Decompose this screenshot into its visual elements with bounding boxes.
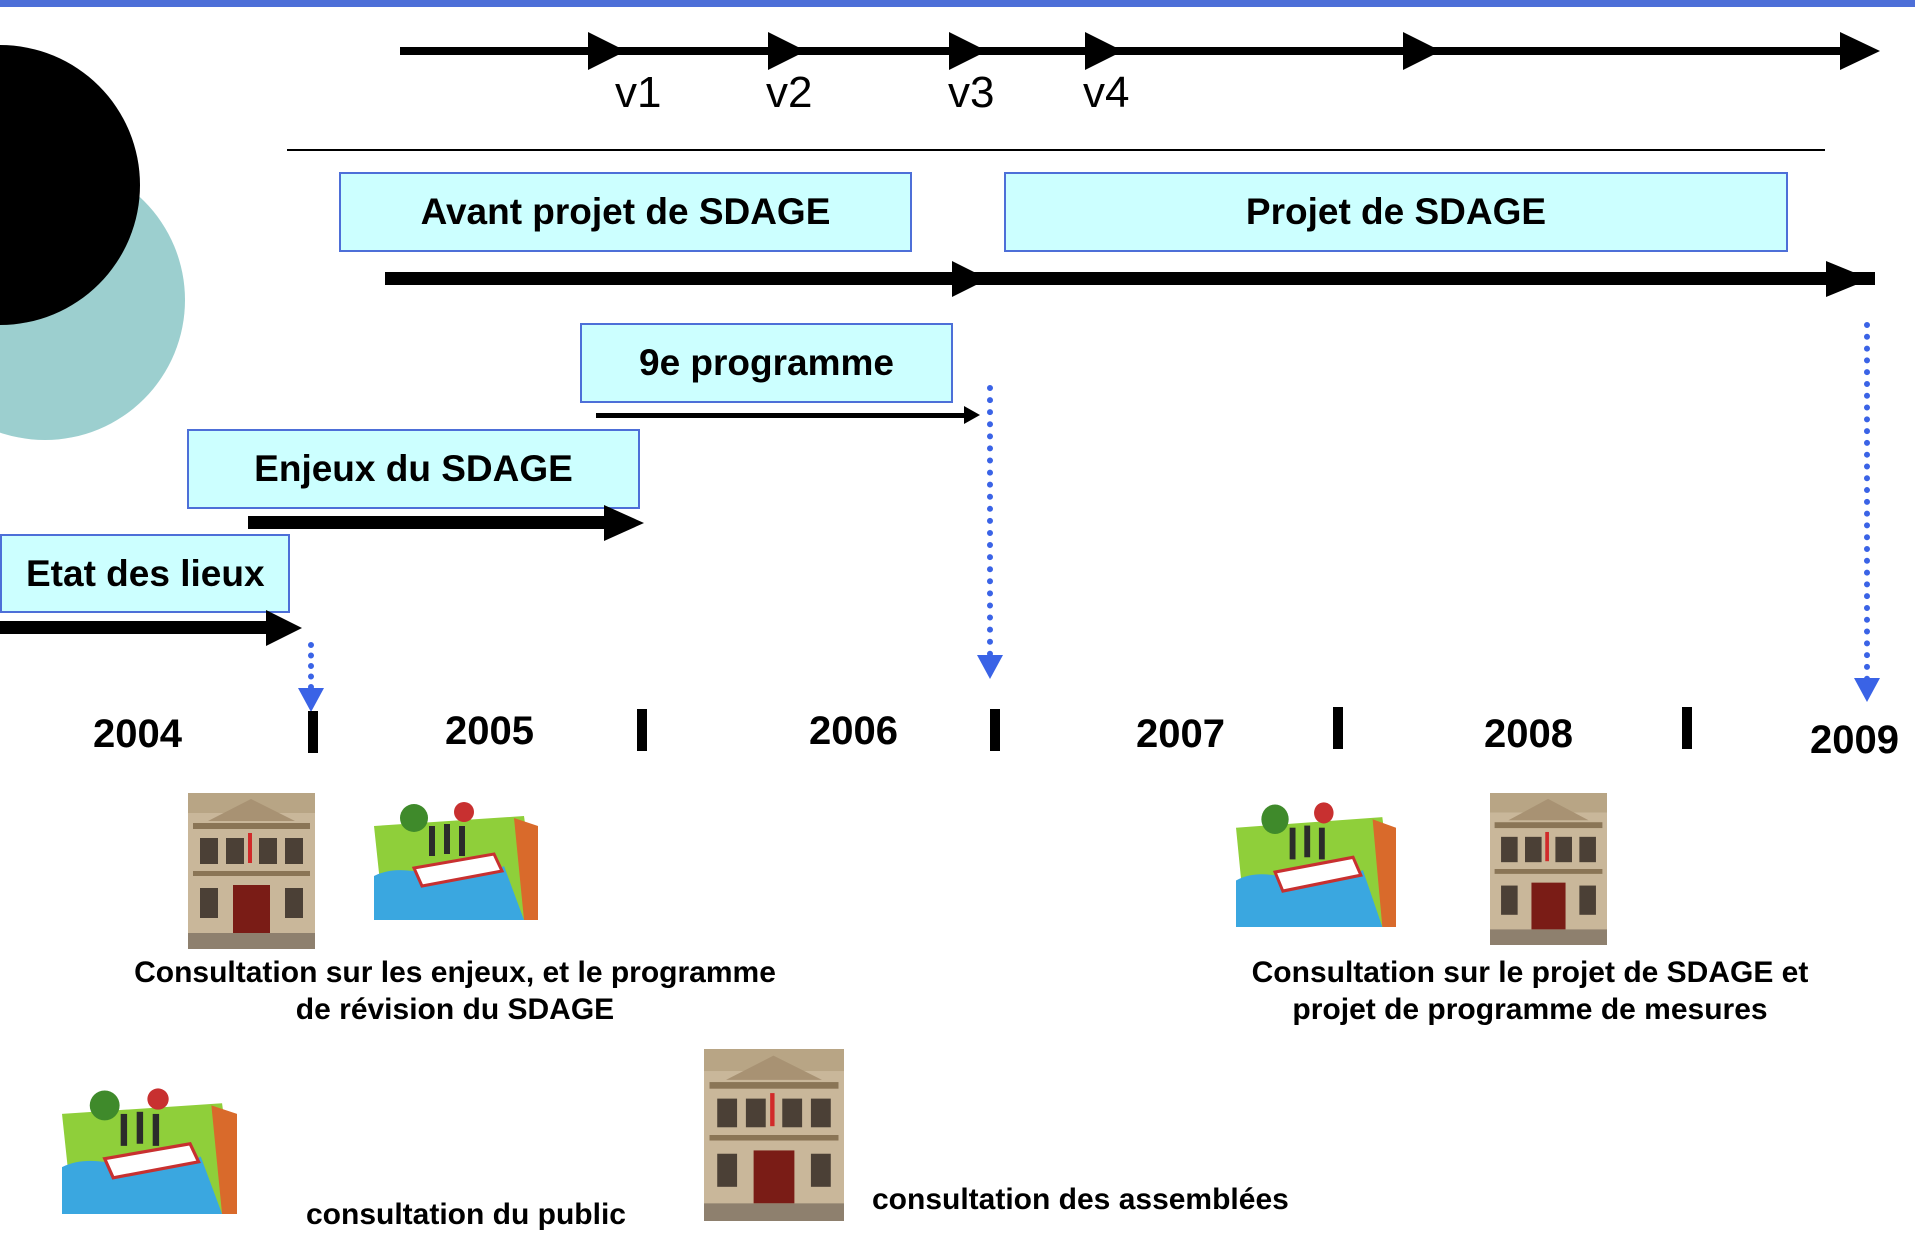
sdage-timeline: [385, 272, 1875, 285]
year-2009: 2009: [1810, 718, 1899, 762]
caption-left-line2: de révision du SDAGE: [295, 993, 615, 1026]
caption-right-line2: projet de programme de mesures: [1292, 993, 1768, 1026]
etat-timeline: [0, 621, 270, 634]
year-2008: 2008: [1484, 712, 1573, 756]
year-tick: [1682, 707, 1692, 749]
programme-arrowhead: [964, 406, 980, 424]
version-arrowhead: [1403, 32, 1441, 70]
caption-right: Consultation sur le projet de SDAGE et p…: [1180, 954, 1880, 1028]
building-icon: [704, 1049, 844, 1221]
version-timeline: [400, 47, 1860, 55]
river-icon: [62, 1088, 237, 1214]
building-icon: [188, 793, 315, 949]
decorative-circles: [0, 45, 185, 440]
year-tick: [308, 711, 318, 753]
dotted-arrow-2006: [987, 385, 993, 657]
dotted-arrow-2009: [1864, 322, 1870, 682]
building-icon: [1490, 793, 1607, 945]
programme-timeline: [596, 413, 966, 418]
version-arrowhead: [949, 32, 987, 70]
caption-right-line1: Consultation sur le projet de SDAGE et: [1251, 956, 1809, 989]
etat-arrowhead: [266, 610, 302, 646]
version-arrowhead: [588, 32, 626, 70]
dotted-arrowhead-2006: [977, 655, 1003, 679]
legend-public: consultation du public: [306, 1198, 626, 1231]
year-tick: [637, 709, 647, 751]
version-arrowhead: [1840, 32, 1880, 70]
version-label-v2: v2: [766, 68, 813, 117]
year-2007: 2007: [1136, 712, 1225, 756]
enjeux-timeline: [248, 516, 606, 529]
separator-line: [287, 149, 1825, 151]
year-2006: 2006: [809, 709, 898, 753]
year-2005: 2005: [445, 709, 534, 753]
version-label-v3: v3: [948, 68, 995, 117]
river-icon: [374, 802, 538, 920]
dotted-arrow-2004: [308, 642, 314, 690]
version-arrowhead: [768, 32, 806, 70]
year-2004: 2004: [93, 712, 182, 756]
legend-assemblees: consultation des assemblées: [872, 1183, 1289, 1216]
phase-enjeux: Enjeux du SDAGE: [187, 429, 640, 509]
sdage-arrowhead: [1826, 261, 1870, 297]
year-tick: [990, 709, 1000, 751]
dotted-arrowhead-2004: [298, 688, 324, 712]
river-icon: [1236, 802, 1396, 927]
enjeux-arrowhead: [604, 505, 644, 541]
dotted-arrowhead-2009: [1854, 678, 1880, 702]
phase-9e-programme: 9e programme: [580, 323, 953, 403]
version-label-v4: v4: [1083, 68, 1130, 117]
caption-left: Consultation sur les enjeux, et le progr…: [80, 954, 830, 1028]
phase-etat-des-lieux: Etat des lieux: [0, 534, 290, 613]
phase-projet: Projet de SDAGE: [1004, 172, 1788, 252]
top-border: [0, 0, 1915, 7]
phase-avant-projet: Avant projet de SDAGE: [339, 172, 912, 252]
sdage-arrowhead: [952, 261, 988, 297]
year-tick: [1333, 707, 1343, 749]
caption-left-line1: Consultation sur les enjeux, et le progr…: [134, 956, 776, 989]
version-arrowhead: [1085, 32, 1123, 70]
version-label-v1: v1: [615, 68, 662, 117]
